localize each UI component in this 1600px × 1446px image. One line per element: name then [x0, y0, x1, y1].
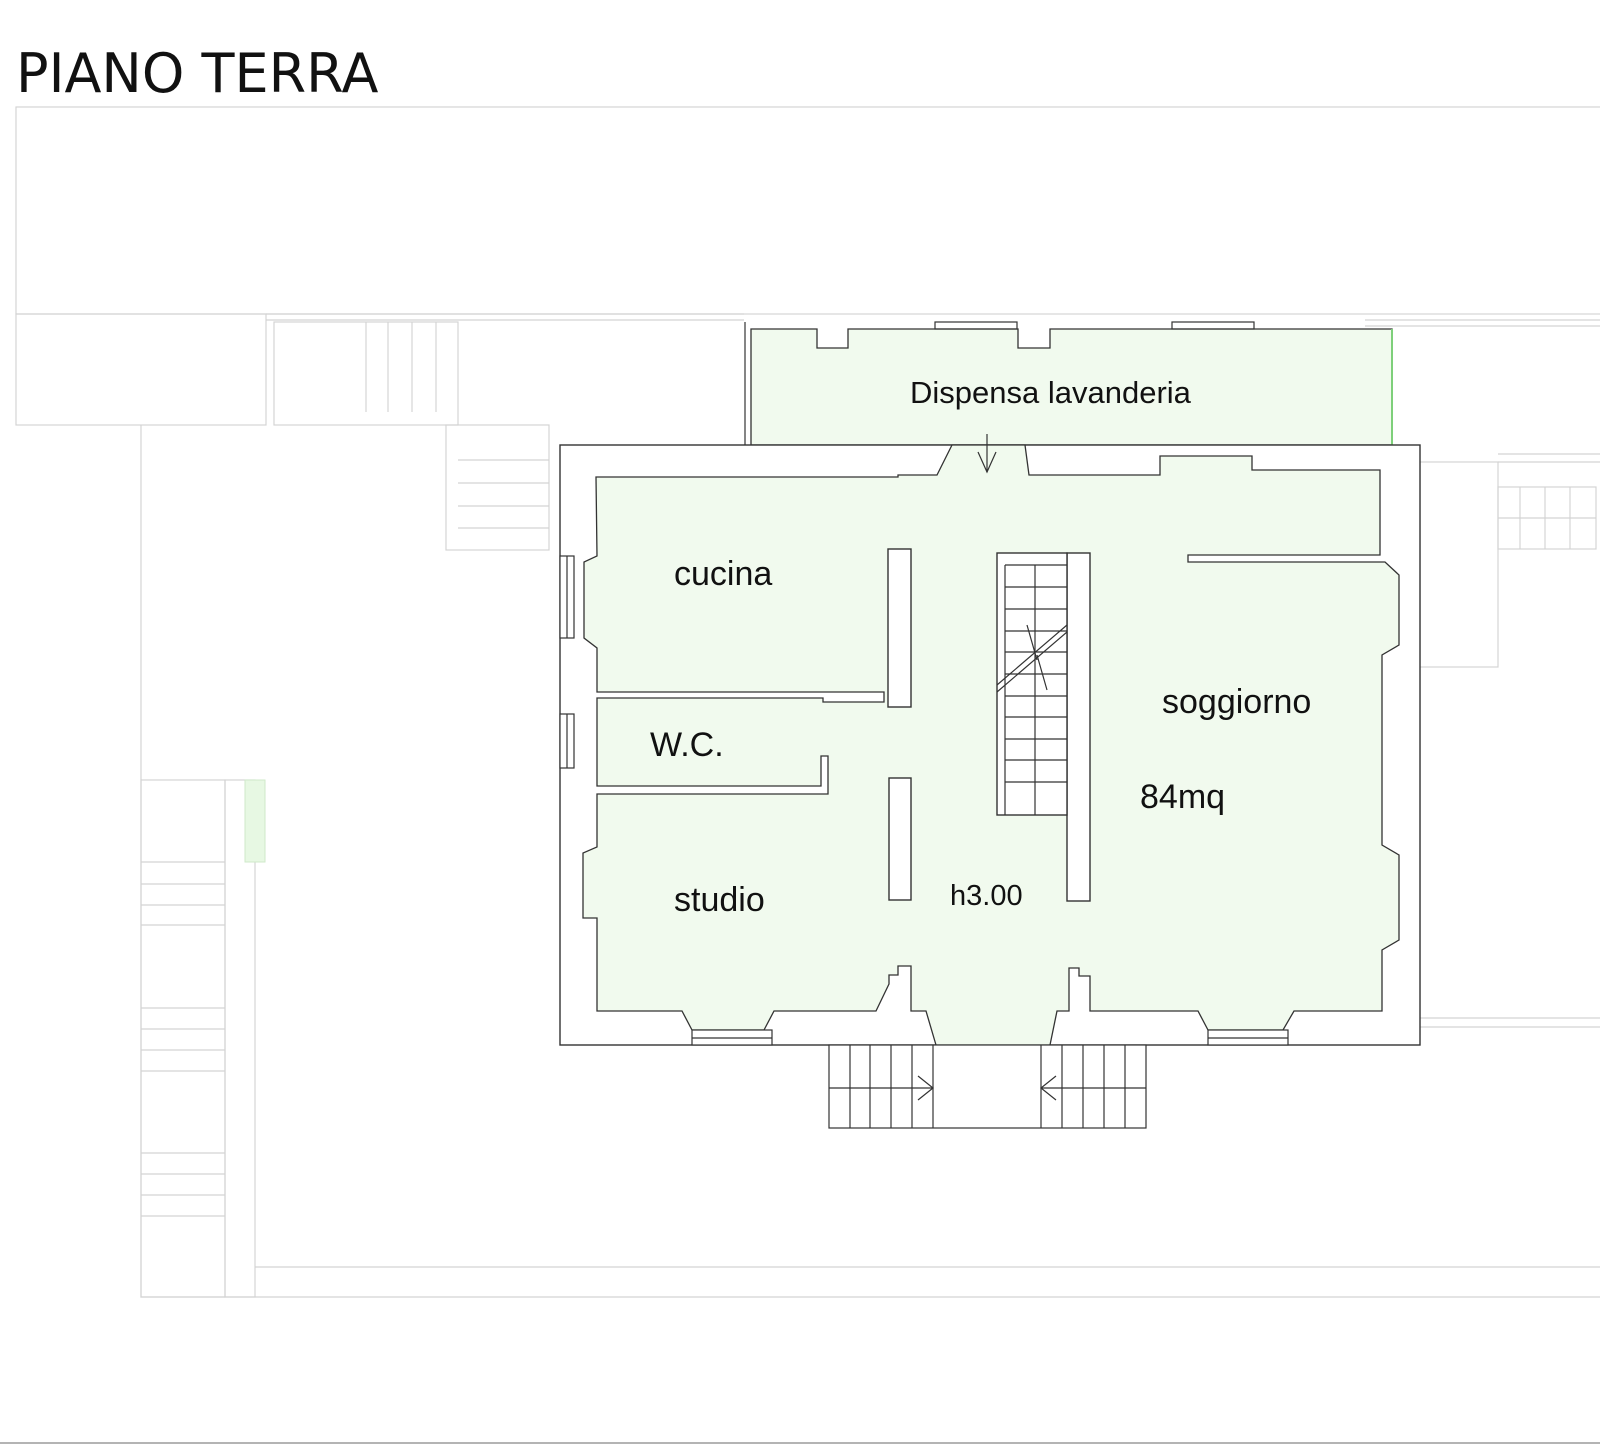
- label-area: 84mq: [1140, 778, 1225, 816]
- label-wc: W.C.: [650, 726, 724, 764]
- entrance-stairs: [828, 1044, 1147, 1129]
- site-outlines: [0, 106, 1600, 1444]
- label-height: h3.00: [950, 880, 1023, 912]
- floor-title: PIANO TERRA: [16, 42, 379, 105]
- arrow-down-icon: [977, 434, 997, 474]
- label-soggiorno: soggiorno: [1162, 683, 1311, 721]
- label-cucina: cucina: [674, 555, 772, 593]
- label-dispensa: Dispensa lavanderia: [910, 375, 1192, 410]
- label-studio: studio: [674, 881, 765, 919]
- staircase: [996, 552, 1068, 816]
